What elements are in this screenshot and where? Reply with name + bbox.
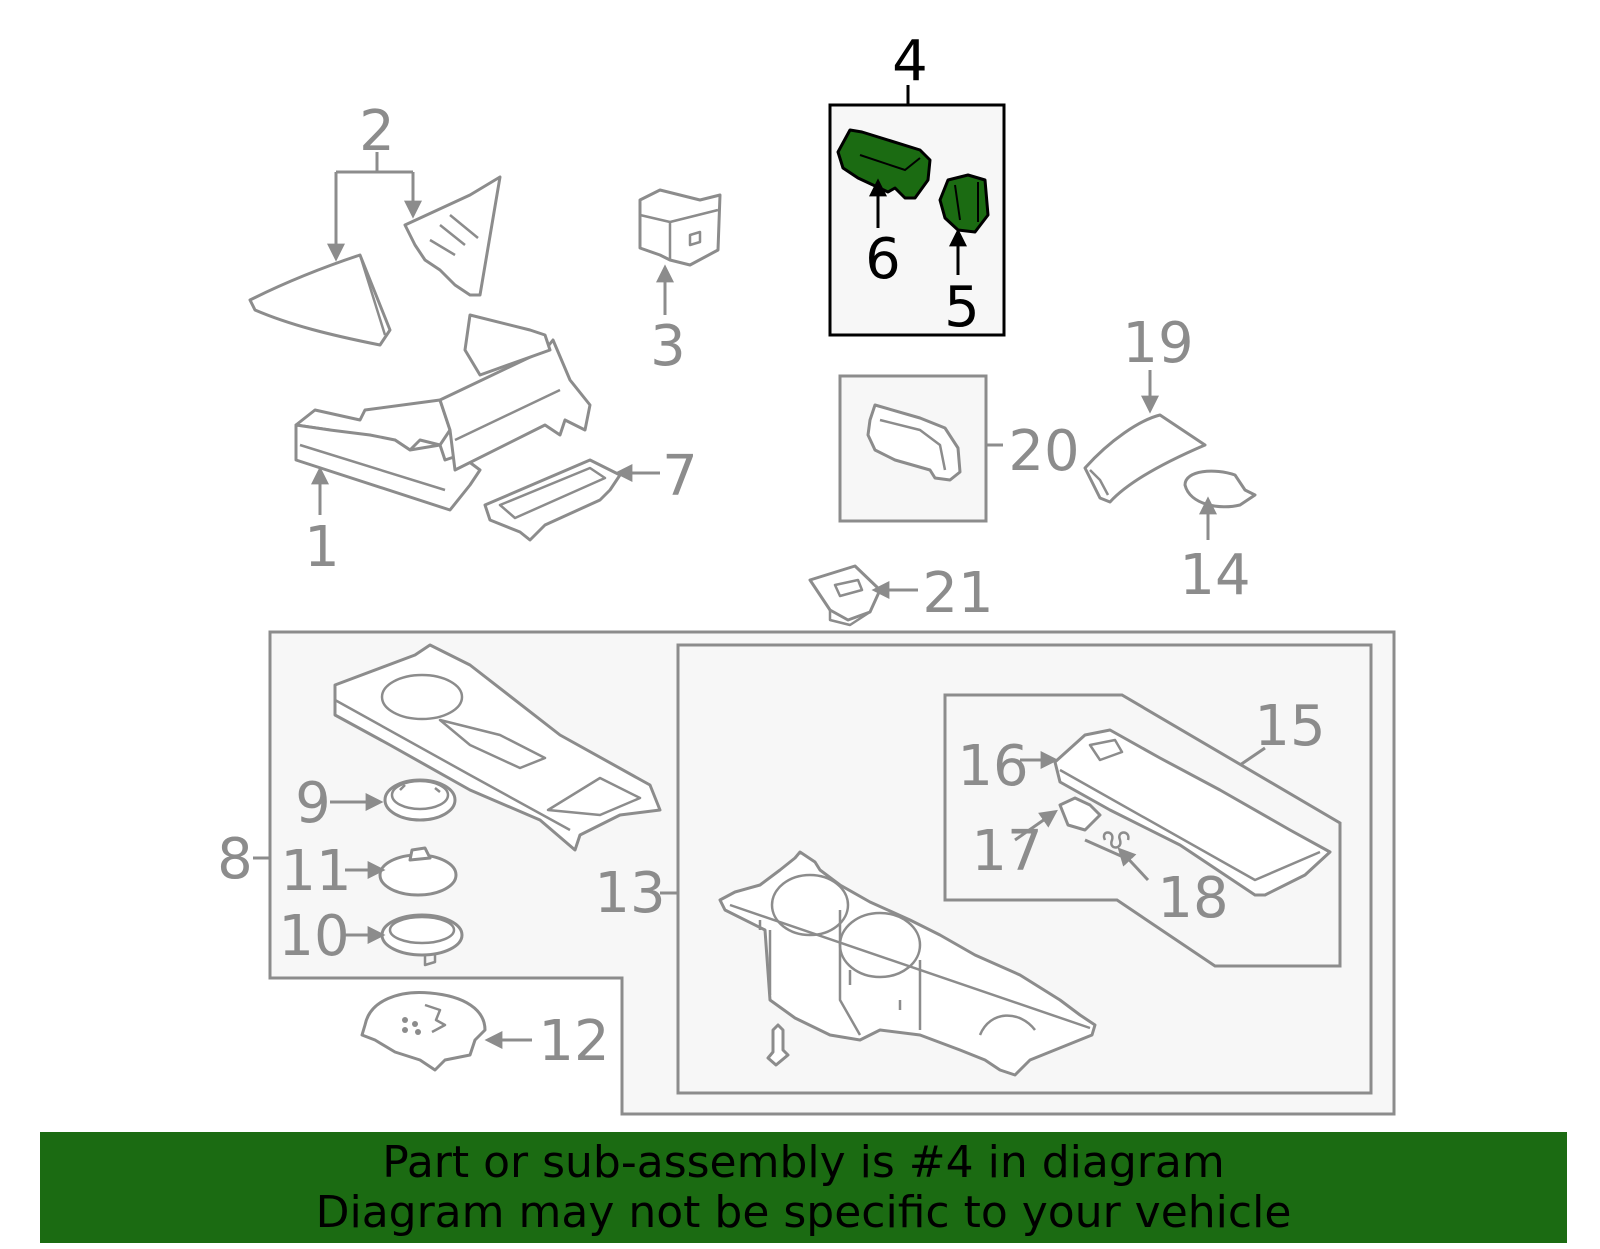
callout-19: 19 [1122, 311, 1193, 376]
callout-16: 16 [957, 734, 1028, 799]
banner-line-1: Part or sub-assembly is #4 in diagram [382, 1137, 1225, 1188]
part-13-screw [766, 1023, 790, 1067]
part-19-cover [1083, 413, 1207, 504]
callout-12: 12 [538, 1009, 609, 1074]
part-12-indicator [360, 990, 487, 1072]
part-21-clip [808, 564, 882, 627]
callout-15: 15 [1254, 694, 1325, 759]
callout-14: 14 [1179, 543, 1250, 608]
callout-6: 6 [865, 227, 901, 292]
callout-11: 11 [280, 839, 351, 904]
part-15-lid [1053, 728, 1332, 897]
part-20-handle [866, 403, 962, 482]
part-8-console-top [333, 643, 662, 852]
callout-18: 18 [1157, 866, 1228, 931]
callout-1: 1 [304, 515, 340, 580]
part-1-console-trim [294, 313, 592, 512]
callout-10: 10 [278, 904, 349, 969]
part-5-highlighted [938, 173, 990, 234]
callout-20: 20 [1008, 419, 1079, 484]
part-13-cupholder-tray [718, 850, 1097, 1077]
callout-17: 17 [971, 819, 1042, 884]
callout-3: 3 [650, 314, 686, 379]
banner-line-2: Diagram may not be specific to your vehi… [315, 1187, 1292, 1238]
callout-2: 2 [359, 99, 395, 164]
callout-4: 4 [892, 29, 928, 94]
callout-21: 21 [922, 561, 993, 626]
part-7-bezel [483, 458, 622, 542]
part-6-highlighted [836, 128, 932, 200]
group-box-20 [838, 374, 988, 523]
leader-lines [253, 85, 1266, 1049]
callout-13: 13 [594, 861, 665, 926]
callout-8: 8 [217, 827, 253, 892]
part-2-trim-pieces [248, 175, 502, 347]
part-3-switch [638, 188, 722, 267]
part-17-latch [1058, 796, 1102, 832]
part-14-cap [1183, 469, 1257, 509]
part-9-ring [383, 778, 457, 822]
info-banner: Part or sub-assembly is #4 in diagram Di… [40, 1132, 1567, 1243]
callout-5: 5 [944, 275, 980, 340]
callout-7: 7 [662, 444, 698, 509]
callout-9: 9 [295, 771, 331, 836]
